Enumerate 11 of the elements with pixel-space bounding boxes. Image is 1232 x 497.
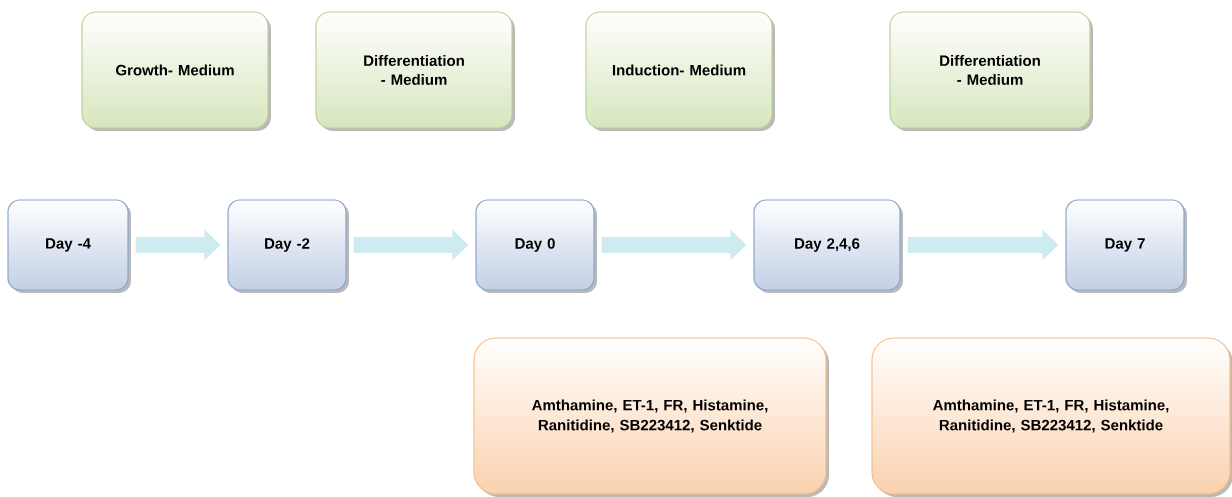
medium-box: Induction- Medium: [585, 11, 775, 131]
day-box: Day 2,4,6: [753, 199, 903, 293]
day-box: Day 0: [475, 199, 597, 293]
medium-box: Differentiation - Medium: [889, 11, 1093, 131]
medium-box: Differentiation - Medium: [315, 11, 515, 131]
day-box: Day -2: [227, 199, 349, 293]
day-box: Day 7: [1065, 199, 1187, 293]
treatment-box: Amthamine, ET-1, FR, Histamine, Ranitidine, SB223412, Senktide: [473, 337, 829, 497]
day-box: Day -4: [7, 199, 131, 293]
treatment-box: Amthamine, ET-1, FR, Histamine, Ranitidine, SB223412, Senktide: [871, 337, 1232, 497]
medium-box: Growth- Medium: [81, 11, 271, 131]
